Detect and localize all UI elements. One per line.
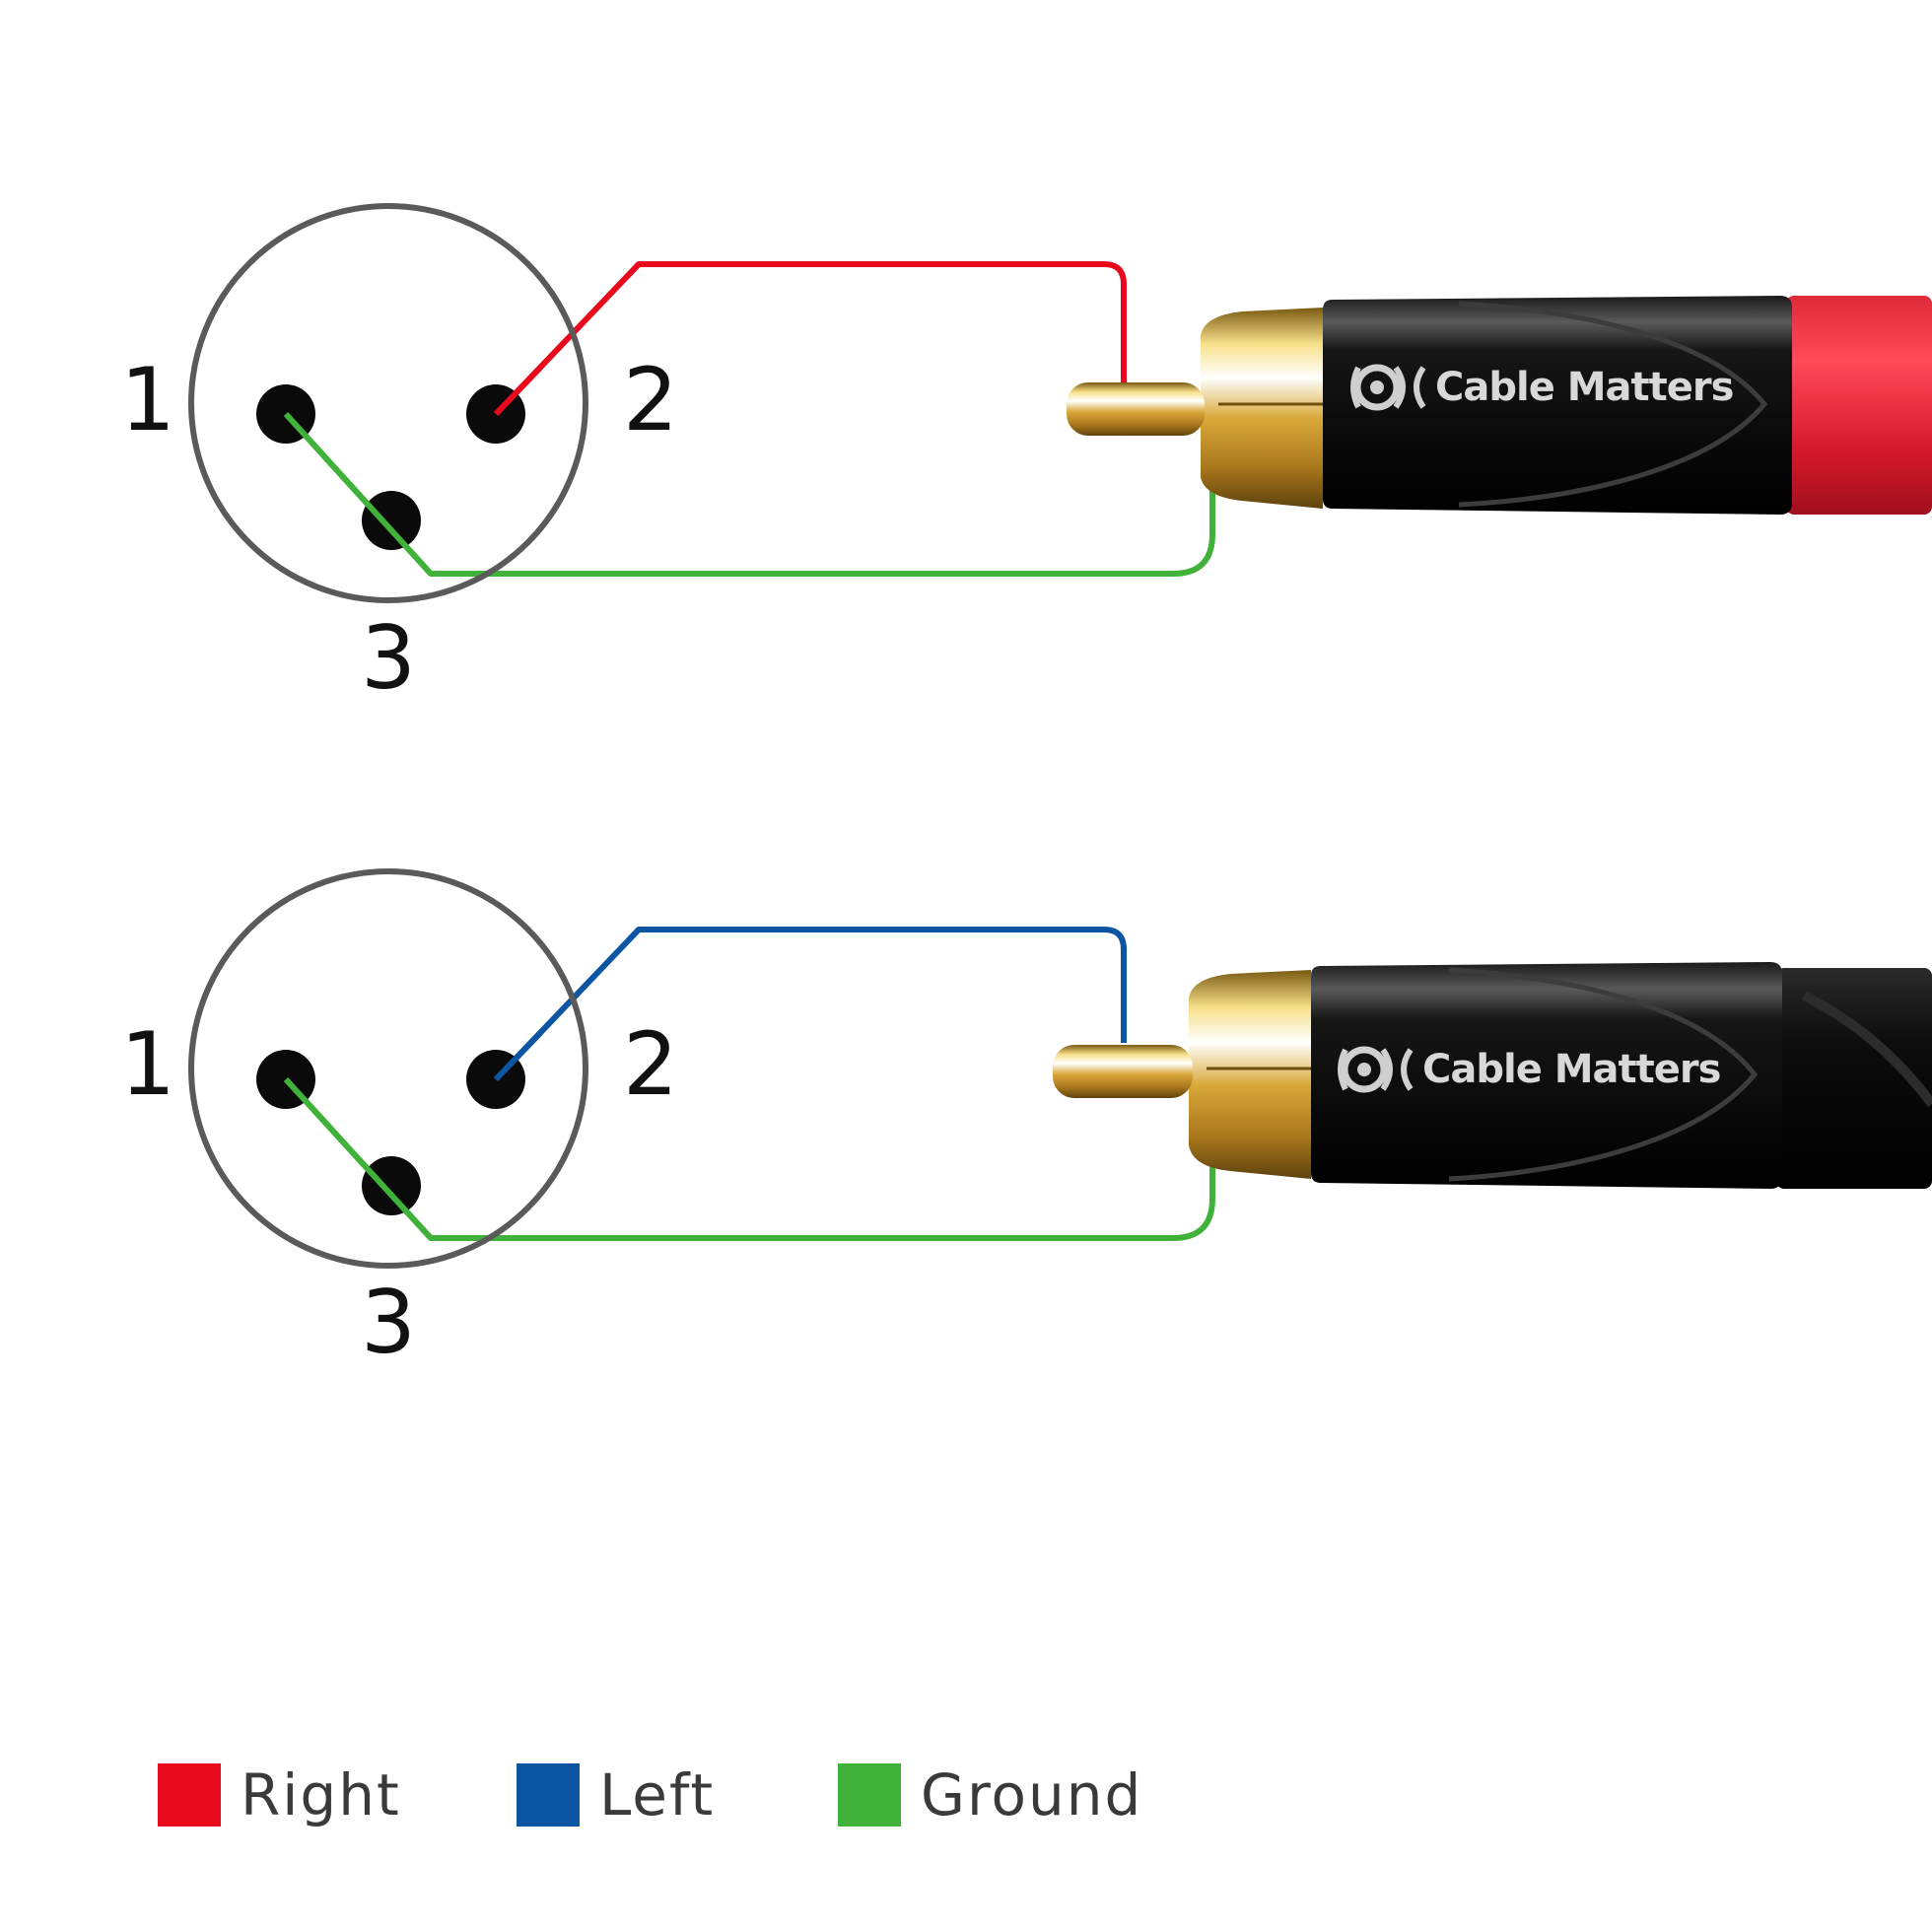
- connector-right-channel: 1 2 3 Cable Matters: [120, 203, 1932, 709]
- cable-matters-logo-icon: [1338, 1046, 1414, 1093]
- rca-body: [1323, 296, 1792, 515]
- signal-wire-left-contact: [493, 1030, 543, 1082]
- legend-item-ground: Ground: [838, 1761, 1142, 1828]
- ground-wire-left-contact: [283, 1076, 434, 1241]
- legend-item-right: Right: [158, 1761, 401, 1828]
- rca-gold-pin: [1053, 1045, 1193, 1098]
- pin-label-3: 3: [361, 1272, 416, 1373]
- xlr-outline: [188, 203, 588, 603]
- pin-label-1: 1: [120, 349, 175, 450]
- brand-name: Cable Matters: [1422, 1047, 1720, 1092]
- ground-wire-right-contact: [283, 411, 434, 577]
- rca-cable-sheen: [1801, 991, 1932, 1108]
- pin-label-2: 2: [623, 1013, 678, 1115]
- rca-cable-black: [1776, 968, 1932, 1189]
- legend-label-ground: Ground: [921, 1761, 1142, 1828]
- legend-label-right: Right: [241, 1761, 401, 1828]
- xlr-pin-3: [362, 491, 421, 550]
- rca-cable-red: [1786, 296, 1932, 515]
- pin-label-3: 3: [361, 607, 416, 709]
- legend-swatch-right: [158, 1763, 221, 1827]
- xlr-outline: [188, 868, 588, 1269]
- brand-name: Cable Matters: [1435, 365, 1733, 410]
- rca-gold-pin: [1067, 382, 1205, 436]
- legend-item-left: Left: [517, 1761, 715, 1828]
- pin-label-2: 2: [623, 349, 678, 450]
- rca-gold-collar: [1189, 970, 1311, 1179]
- rca-gold-collar: [1201, 308, 1323, 509]
- rca-body-contour: [1448, 967, 1759, 1182]
- legend-label-left: Left: [599, 1761, 715, 1828]
- connector-left-channel: 1 2 3 Cable Matters: [120, 868, 1932, 1373]
- rca-body: [1311, 962, 1782, 1189]
- rca-body-contour: [1458, 301, 1768, 508]
- signal-wire-left: [493, 927, 1127, 1082]
- cable-matters-logo-icon: [1350, 364, 1426, 411]
- rca-plug-right: Cable Matters: [1067, 296, 1932, 515]
- legend: Right Left Ground: [158, 1761, 1142, 1828]
- legend-swatch-left: [517, 1763, 580, 1827]
- pin-label-1: 1: [120, 1013, 175, 1115]
- legend-swatch-ground: [838, 1763, 901, 1827]
- ground-wire-right: [283, 411, 1215, 577]
- signal-wire-right-contact: [493, 365, 543, 417]
- signal-wire-right: [493, 261, 1127, 417]
- rca-plug-left: Cable Matters: [1053, 962, 1932, 1189]
- xlr-pin-3: [362, 1156, 421, 1215]
- ground-wire-left: [283, 1076, 1215, 1241]
